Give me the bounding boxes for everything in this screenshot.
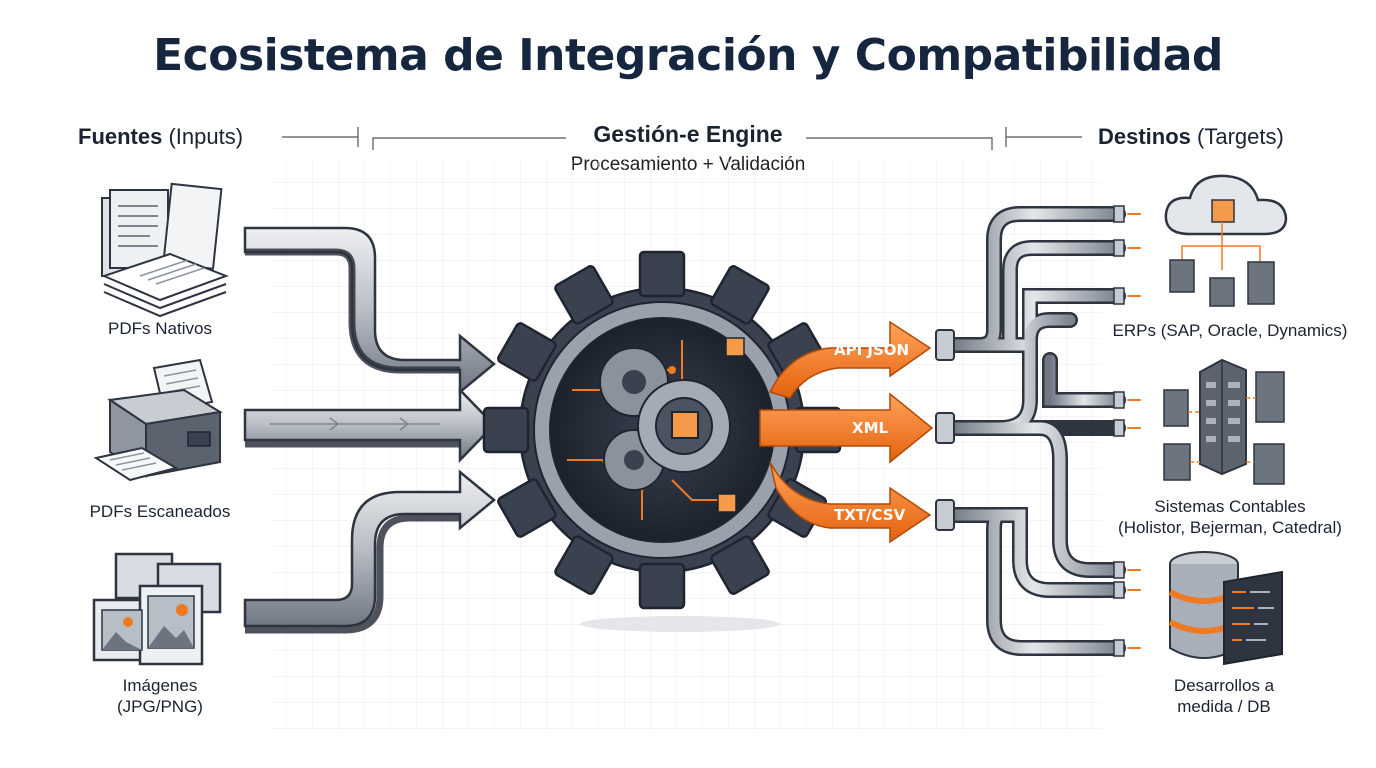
engine-title: Gestión-e Engine [593,121,783,147]
output-arrow-txt-csv: TXT/CSV [769,461,932,544]
pipe-manifold [935,205,1141,657]
source-label-pdfs-nativos: PDFs Nativos [108,319,212,338]
cloud-servers-icon [1164,174,1288,307]
database-code-icon [1168,551,1283,666]
output-arrow-xml: XML [759,392,934,464]
input-arrow-2 [243,386,496,464]
targets-header: Destinos (Targets) [1098,124,1284,149]
source-label-pdfs-escaneados: PDFs Escaneados [89,502,231,521]
building-servers-icon [1163,358,1285,485]
target-label-sistemas-contables: Sistemas Contables(Holistor, Bejerman, C… [1118,497,1342,537]
image-files-icon [92,552,222,666]
engine-gear [482,250,842,610]
input-arrow-3 [243,469,496,634]
input-arrow-1 [243,226,496,395]
target-label-erps: ERPs (SAP, Oracle, Dynamics) [1112,321,1348,340]
gear-shadow [580,616,780,632]
pipe-outlets [1113,205,1141,657]
printer-scanner-icon [93,358,223,482]
header-dividers [282,127,1082,150]
output-label-api-json: API JSON [834,341,909,359]
source-label-imagenes: Imágenes(JPG/PNG) [117,676,203,716]
inputs-header: Fuentes (Inputs) [78,124,244,149]
output-label-xml: XML [852,419,888,437]
output-label-txt-csv: TXT/CSV [834,506,906,524]
output-arrow-api-json: API JSON [768,320,932,399]
document-stack-icon [101,182,229,318]
page-title: Ecosistema de Integración y Compatibilid… [153,30,1223,81]
